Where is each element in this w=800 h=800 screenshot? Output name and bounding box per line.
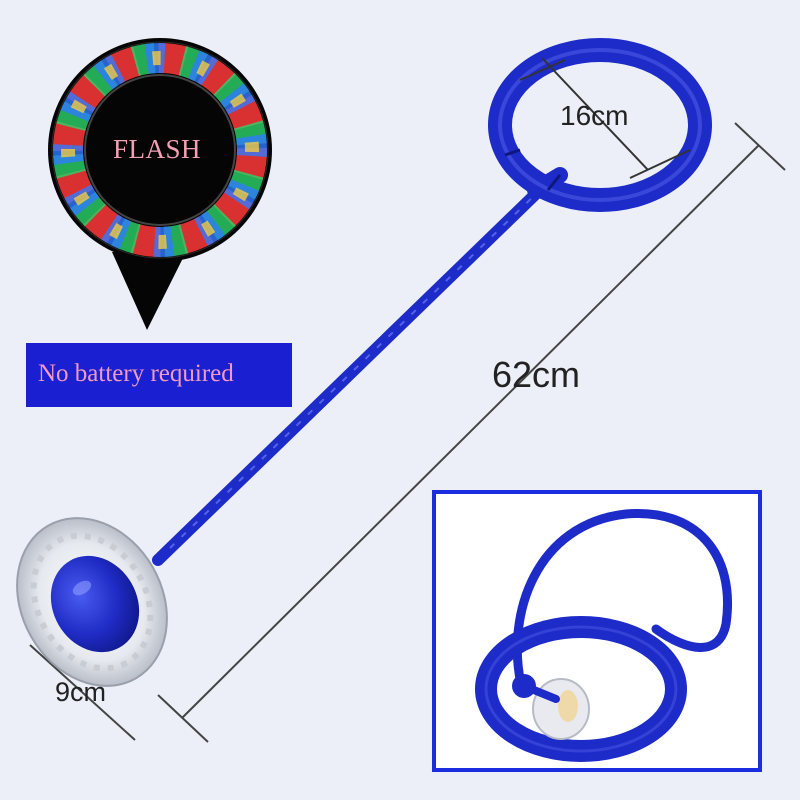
battery-banner: No battery required	[26, 343, 292, 407]
ankle-ring	[488, 38, 712, 212]
length-dimension-label: 62cm	[492, 354, 581, 395]
flash-wheel	[16, 517, 168, 687]
wheel-dimension-line	[29, 644, 136, 741]
length-dimension-line	[157, 122, 786, 743]
battery-banner-text: No battery required	[38, 360, 234, 387]
ring-dimension-line	[519, 57, 691, 179]
wheel-dimension-label: 9cm	[55, 677, 107, 707]
ring-dimension-label: 16cm	[560, 100, 629, 131]
flash-label: FLASH	[113, 134, 202, 164]
inset-photo	[432, 490, 762, 772]
folded-toy-illustration	[475, 508, 732, 762]
flash-badge	[48, 38, 272, 330]
led-ring-icon	[51, 41, 269, 259]
